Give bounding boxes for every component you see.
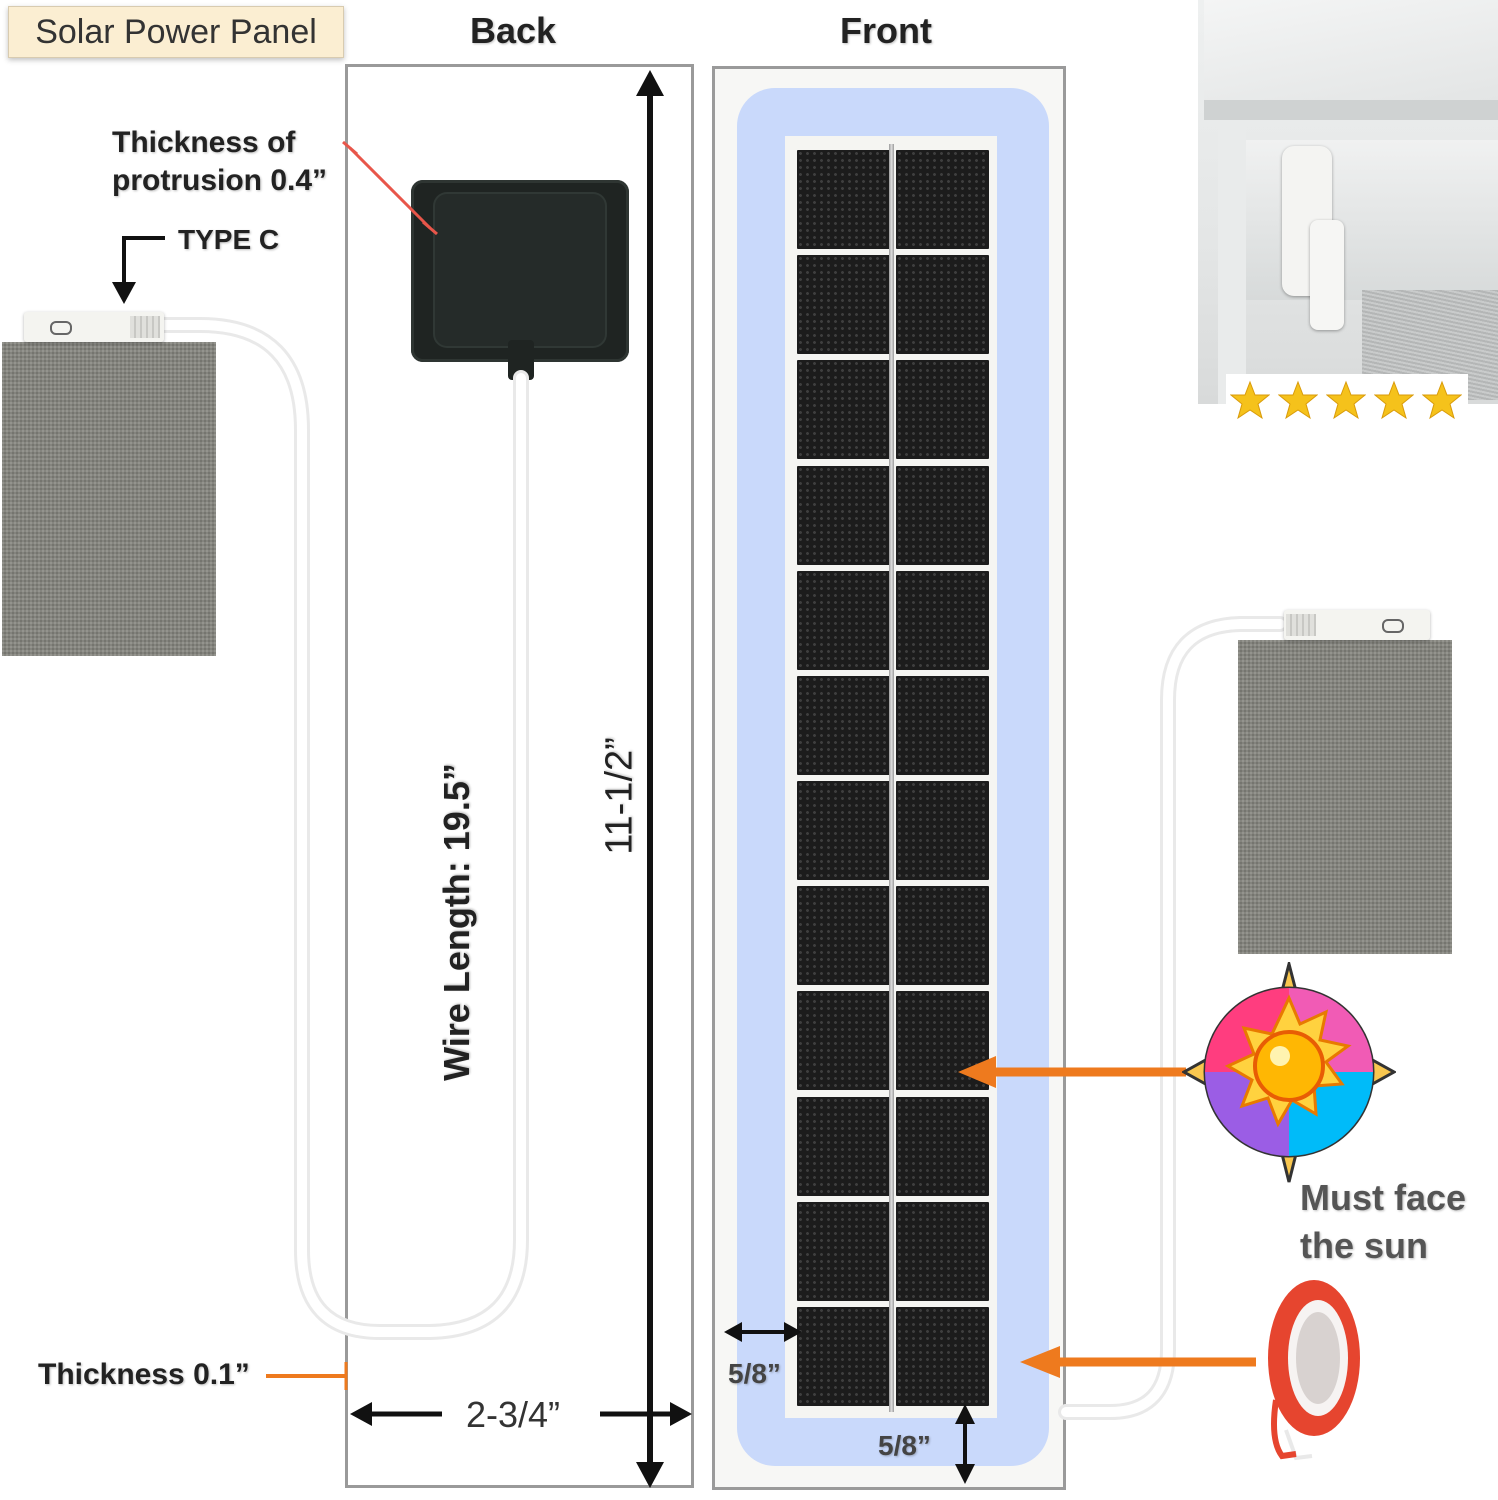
- star-icon: [1326, 380, 1366, 420]
- left-usb-c-connector: [24, 312, 164, 342]
- height-label: 11-1/2”: [598, 737, 641, 855]
- protrusion-label-line1: Thickness of: [112, 126, 296, 159]
- star-icon: [1278, 380, 1318, 420]
- star-icon: [1422, 380, 1462, 420]
- protrusion-label: Thickness of protrusion 0.4”: [112, 124, 327, 200]
- thickness-label: Thickness 0.1”: [38, 1358, 250, 1391]
- solar-cell: [896, 465, 989, 565]
- solar-cell: [896, 886, 989, 986]
- right-roller-shade: [1238, 640, 1452, 954]
- solar-cell: [896, 1096, 989, 1196]
- solar-cell: [896, 781, 989, 881]
- sun-instruction: Must face the sun: [1300, 1174, 1466, 1270]
- junction-box: [411, 180, 629, 362]
- page-title: Solar Power Panel: [8, 6, 344, 58]
- solar-cell-grid: [797, 150, 989, 1406]
- star-icon: [1374, 380, 1414, 420]
- solar-cell: [896, 360, 989, 460]
- solar-cell: [797, 360, 890, 460]
- solar-cell: [896, 570, 989, 670]
- solar-cell: [797, 255, 890, 355]
- sun-instruction-line2: the sun: [1300, 1225, 1429, 1266]
- panel-bus-bar: [889, 144, 894, 1412]
- width-label: 2-3/4”: [466, 1394, 561, 1435]
- solar-cell: [896, 150, 989, 250]
- solar-cell: [896, 255, 989, 355]
- solar-cell: [797, 781, 890, 881]
- rating-stars: [1230, 380, 1466, 430]
- installed-product-photo: [1198, 0, 1498, 404]
- solar-cell: [896, 1306, 989, 1406]
- bottom-margin-label: 5/8”: [878, 1430, 931, 1461]
- solar-cell: [896, 1201, 989, 1301]
- side-margin-label: 5/8”: [728, 1358, 781, 1389]
- protrusion-label-line2: protrusion 0.4”: [112, 164, 328, 197]
- solar-cell: [797, 465, 890, 565]
- sun-icon: [1182, 962, 1396, 1183]
- solar-cell: [797, 570, 890, 670]
- front-heading: Front: [840, 10, 932, 51]
- connector-label: TYPE C: [178, 224, 280, 255]
- solar-cell: [896, 675, 989, 775]
- sun-instruction-line1: Must face: [1300, 1177, 1467, 1218]
- protrusion-callout-line: [348, 146, 432, 230]
- right-usb-c-connector: [1284, 610, 1430, 640]
- solar-cell: [797, 991, 890, 1091]
- wire-length-label: Wire Length: 19.5”: [436, 763, 477, 1081]
- solar-cell: [797, 675, 890, 775]
- star-icon: [1230, 380, 1270, 420]
- solar-cell: [797, 1306, 890, 1406]
- solar-cell: [797, 150, 890, 250]
- back-heading: Back: [470, 10, 557, 51]
- tape-roll-icon: [1268, 1280, 1360, 1461]
- solar-cell: [797, 1201, 890, 1301]
- solar-cell: [797, 886, 890, 986]
- left-roller-shade: [2, 342, 216, 656]
- solar-cell: [797, 1096, 890, 1196]
